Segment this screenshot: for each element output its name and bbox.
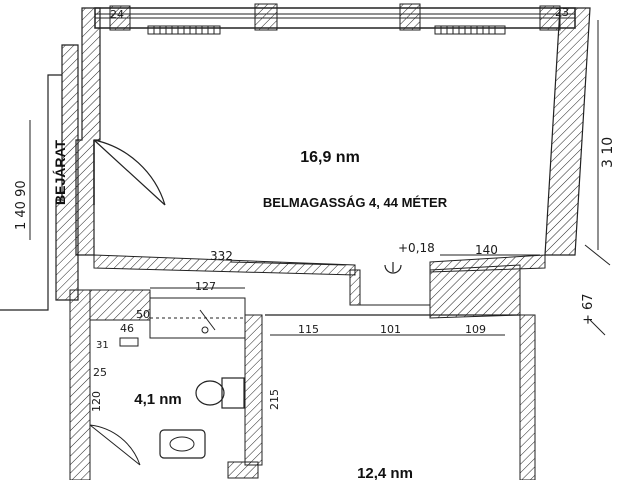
floor-drain-icon: [384, 264, 402, 274]
wall-mid-upper: [349, 269, 361, 306]
shower-drain-icon: [201, 326, 209, 334]
toilet-bowl: [195, 380, 225, 406]
dim-left-stack: 1 40 90: [14, 180, 29, 230]
window-frame: [109, 5, 131, 31]
washbasin-bowl: [169, 436, 195, 452]
wall-far-right-lower: [519, 314, 536, 480]
entrance-label: BEJÁRAT: [52, 139, 68, 205]
ceiling-height-note: BELMAGASSÁG 4, 44 MÉTER: [263, 195, 448, 210]
toilet-tank: [221, 377, 245, 409]
wall-entrance-outer: [55, 44, 79, 301]
wall-right-lower: [429, 264, 521, 319]
washbasin: [159, 429, 206, 459]
vent-grille: [227, 461, 259, 479]
dim-right-wall: 3 10: [600, 137, 616, 168]
lower-room-area: 12,4 nm: [357, 465, 413, 480]
wall-right: [544, 7, 591, 256]
bath-door-swing: [89, 424, 141, 466]
bath-area: 4,1 nm: [134, 391, 182, 408]
dim-level: +0,18: [398, 241, 435, 255]
dim-31: 31: [96, 340, 109, 351]
window-frame: [399, 3, 421, 31]
dim-120: 120: [90, 391, 103, 412]
dim-101: 101: [380, 323, 401, 336]
dim-25: 25: [93, 366, 107, 379]
dim-109: 109: [465, 323, 486, 336]
wall-outlet: [119, 337, 139, 347]
dim-main-width: 332: [210, 249, 233, 263]
entrance-door-swing: [93, 139, 166, 206]
wall-bath-left: [69, 289, 91, 480]
wall-left: [75, 7, 101, 256]
dim-bath-width: 127: [195, 280, 216, 293]
wall-bath-right: [244, 314, 263, 466]
dim-215: 215: [268, 389, 281, 410]
main-room-area: 16,9 nm: [300, 149, 360, 166]
dim-top-right: 23: [555, 6, 569, 19]
window-frame: [254, 3, 278, 31]
radiator: [434, 25, 506, 35]
dim-top-left: 24: [110, 8, 124, 21]
dim-115: 115: [298, 323, 319, 336]
dim-50: 50: [136, 308, 150, 321]
dim-right-seg: 140: [475, 243, 498, 257]
dim-46: 46: [120, 322, 134, 335]
dim-right-plus: + 67: [581, 293, 596, 325]
